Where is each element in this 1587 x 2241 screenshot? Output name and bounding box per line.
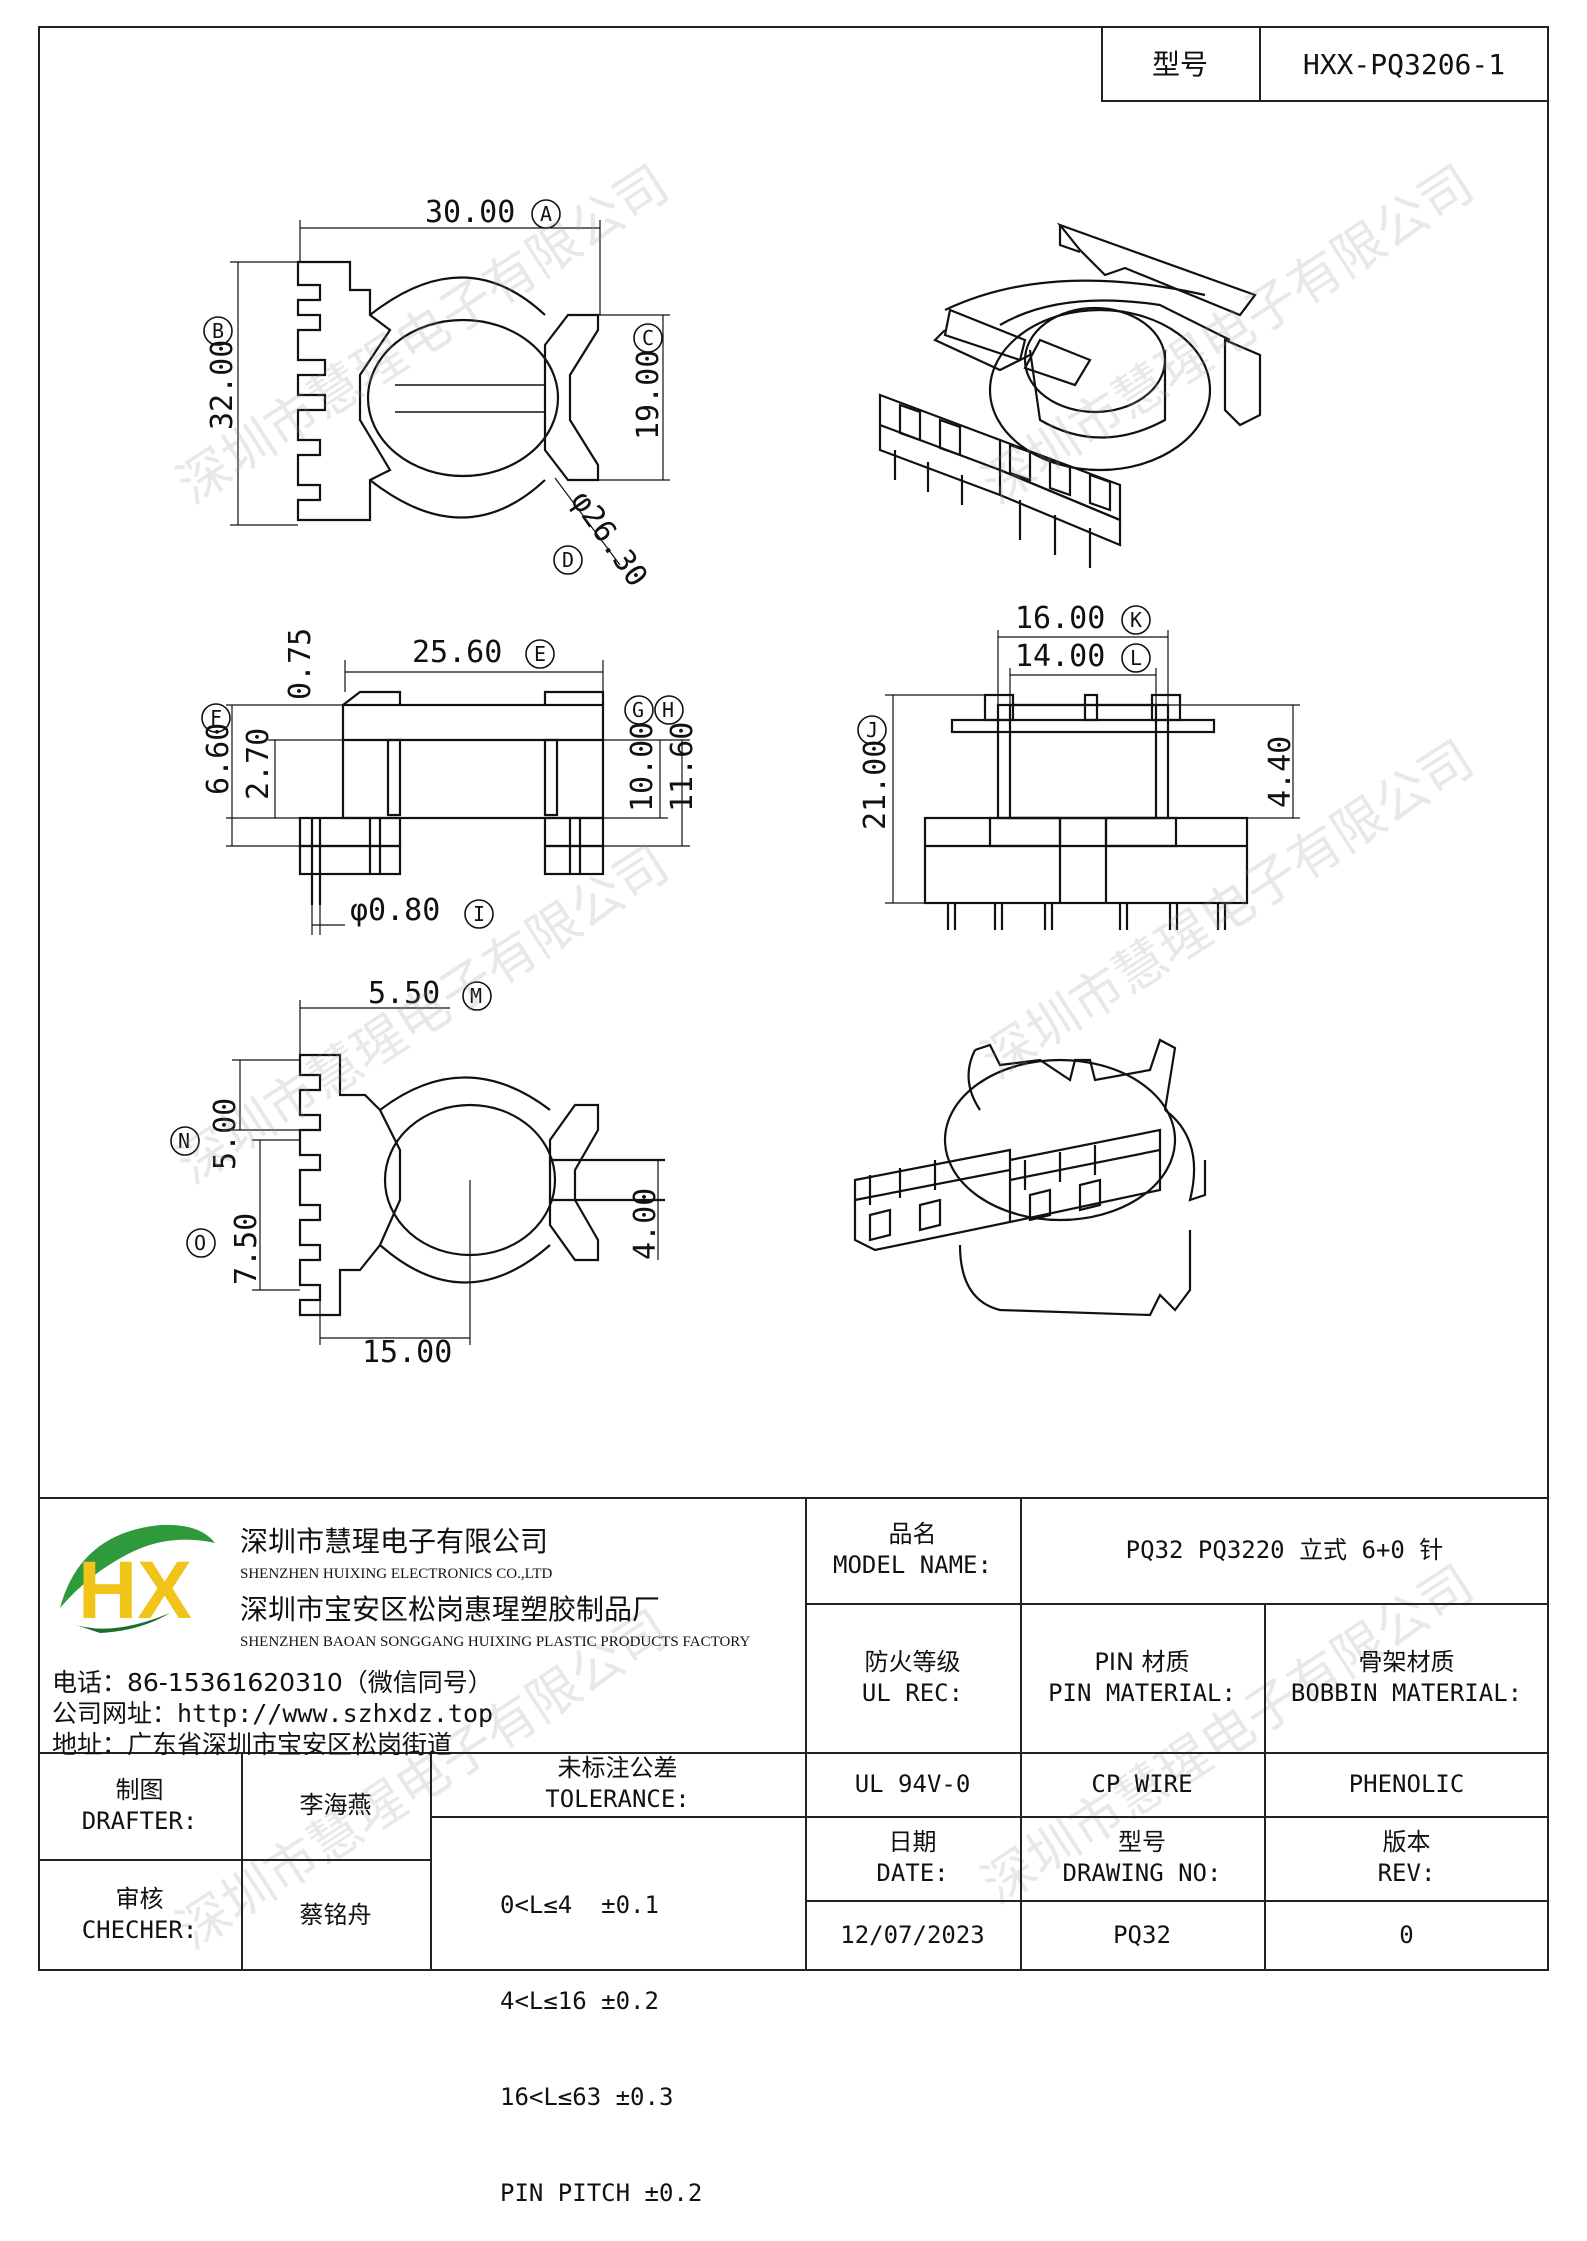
- dim-bottom-pin-len: 5.50: [368, 976, 440, 1011]
- dim-bottom-span: 15.00: [362, 1335, 452, 1370]
- model-name-label-en: MODEL NAME:: [833, 1551, 992, 1579]
- dim-front-outer-tag: K: [1130, 608, 1142, 632]
- tolerance-label: 未标注公差 TOLERANCE:: [430, 1752, 805, 1816]
- dim-top-width-tag: A: [540, 202, 552, 226]
- dim-top-diameter-tag: D: [562, 548, 574, 572]
- header-model-box: [1101, 26, 1549, 102]
- dim-side-flange-tag: F: [210, 706, 222, 730]
- bottom-view: [232, 1000, 665, 1345]
- tolerance-item: 16<L≤63 ±0.3: [500, 2083, 674, 2111]
- dim-bottom-pitch-o-tag: O: [194, 1231, 206, 1255]
- checker-value: 蔡铭舟: [299, 1900, 372, 1929]
- rev-label-en: REV:: [1377, 1859, 1436, 1887]
- dim-pin-dia: φ0.80: [350, 893, 440, 928]
- dim-front-outer: 16.00: [1015, 601, 1105, 636]
- dim-top-window: 19.00: [631, 350, 666, 440]
- dim-front-height-tag: J: [866, 718, 878, 742]
- date-label-cn: 日期: [888, 1828, 937, 1856]
- fire-rating-label-en: UL REC:: [861, 1678, 964, 1707]
- date-label-en: DATE:: [876, 1859, 949, 1887]
- checker-label-en: CHECHER:: [81, 1916, 198, 1944]
- dim-bottom-pin-len-tag: M: [470, 984, 482, 1008]
- bobbin-material-value: PHENOLIC: [1348, 1769, 1465, 1798]
- dim-side-length: 25.60: [412, 635, 502, 670]
- dim-side-step: 2.70: [241, 728, 276, 800]
- dim-front-inner: 14.00: [1015, 639, 1105, 674]
- drawing-no-value: PQ32: [1113, 1921, 1171, 1949]
- drafter-label: 制图 DRAFTER:: [38, 1752, 241, 1859]
- dim-side-tag-g: G: [632, 698, 644, 722]
- dim-bottom-pitch-n-tag: N: [178, 1129, 190, 1153]
- rev-label: 版本 REV:: [1264, 1816, 1549, 1900]
- fire-rating-label-cn: 防火等级: [864, 1647, 961, 1676]
- dim-front-height: 21.00: [858, 740, 893, 830]
- pin-material-label-cn: PIN 材质: [1094, 1647, 1190, 1676]
- rev-value: 0: [1399, 1921, 1414, 1949]
- checker-label-cn: 审核: [115, 1885, 164, 1913]
- drawing-no-label-en: DRAWING NO:: [1062, 1859, 1222, 1887]
- dim-side-outer: 11.60: [665, 722, 700, 812]
- company-address: 地址：广东省深圳市宝安区松岗街道: [52, 1730, 453, 1759]
- tolerance-label-cn: 未标注公差: [557, 1754, 678, 1782]
- checker-label: 审核 CHECHER:: [38, 1859, 241, 1971]
- dim-top-height-tag: B: [212, 319, 224, 343]
- company-phone: 电话：86-15361620310（微信同号）: [52, 1668, 493, 1697]
- pin-material-label-en: PIN MATERIAL:: [1048, 1678, 1236, 1707]
- top-view: [230, 220, 670, 566]
- bobbin-material-label-en: BOBBIN MATERIAL:: [1290, 1678, 1523, 1707]
- tolerance-item: 4<L≤16 ±0.2: [500, 1987, 659, 2015]
- date-value: 12/07/2023: [840, 1921, 985, 1949]
- drawing-frame: [38, 26, 1549, 1971]
- drafter-label-cn: 制图: [115, 1775, 164, 1804]
- header-model-label: 型号: [1151, 47, 1208, 81]
- company-website: 公司网址：http://www.szhxdz.top: [52, 1699, 494, 1728]
- dim-side-tag-h: H: [662, 698, 674, 722]
- dim-top-width: 30.00: [425, 195, 515, 230]
- pin-material-label: PIN 材质 PIN MATERIAL:: [1020, 1603, 1264, 1752]
- front-view: [885, 630, 1300, 930]
- iso-view-bottom: [853, 1038, 1207, 1317]
- factory-name-cn: 深圳市宝安区松岗惠瑆塑胶制品厂: [240, 1593, 661, 1626]
- dim-side-inner: 10.00: [625, 722, 660, 812]
- model-name-value: PQ32 PQ3220 立式 6+0 针: [1125, 1535, 1444, 1564]
- rev-label-cn: 版本: [1382, 1828, 1431, 1856]
- dim-front-inner-tag: L: [1130, 646, 1142, 670]
- bobbin-material-label: 骨架材质 BOBBIN MATERIAL:: [1264, 1603, 1549, 1752]
- date-label: 日期 DATE:: [805, 1816, 1020, 1900]
- iso-view-top: [878, 222, 1262, 568]
- tolerance-item: 0<L≤4 ±0.1: [500, 1891, 659, 1919]
- dim-side-flange: 6.60: [201, 723, 236, 795]
- tolerance-label-en: TOLERANCE:: [545, 1785, 690, 1813]
- drawing-no-label-cn: 型号: [1118, 1828, 1166, 1856]
- dim-bottom-slot: 4.00: [628, 1188, 663, 1260]
- fire-rating-label: 防火等级 UL REC:: [805, 1603, 1020, 1752]
- pin-material-value: CP WIRE: [1091, 1769, 1193, 1798]
- company-logo: HX: [50, 1513, 220, 1643]
- dim-top-height: 32.00: [205, 340, 240, 430]
- dim-bottom-pitch-o: 7.50: [229, 1213, 264, 1285]
- tolerance-list: 0<L≤4 ±0.1 4<L≤16 ±0.2 16<L≤63 ±0.3 PIN …: [500, 1825, 702, 2241]
- model-name-label-cn: 品名: [888, 1520, 937, 1548]
- factory-name-en: SHENZHEN BAOAN SONGGANG HUIXING PLASTIC …: [240, 1634, 751, 1650]
- company-name-cn: 深圳市慧瑆电子有限公司: [240, 1525, 549, 1558]
- logo-text: HX: [78, 1545, 192, 1636]
- fire-rating-value: UL 94V-0: [854, 1769, 971, 1798]
- bobbin-material-label-cn: 骨架材质: [1358, 1647, 1455, 1676]
- side-view: [226, 660, 690, 935]
- technical-drawing: 30.00 A 32.00 B 19.00 C φ26.30 D 25.60 E…: [170, 195, 1300, 1370]
- dim-side-length-tag: E: [534, 642, 546, 666]
- dim-front-window: 4.40: [1263, 736, 1298, 808]
- header-model-value: HXX-PQ3206-1: [1302, 47, 1506, 81]
- tolerance-item: PIN PITCH ±0.2: [500, 2179, 703, 2207]
- drafter-value: 李海燕: [299, 1791, 372, 1819]
- dim-side-top: 0.75: [283, 628, 318, 700]
- dim-top-diameter: φ26.30: [563, 485, 654, 594]
- dim-pin-dia-tag: I: [473, 902, 485, 926]
- model-name-label: 品名 MODEL NAME:: [805, 1497, 1020, 1603]
- drafter-label-en: DRAFTER:: [81, 1806, 198, 1835]
- drawing-no-label: 型号 DRAWING NO:: [1020, 1816, 1264, 1900]
- company-name-en: SHENZHEN HUIXING ELECTRONICS CO.,LTD: [240, 1566, 553, 1582]
- dim-top-window-tag: C: [642, 326, 654, 350]
- dim-bottom-pitch-n: 5.00: [208, 1098, 243, 1170]
